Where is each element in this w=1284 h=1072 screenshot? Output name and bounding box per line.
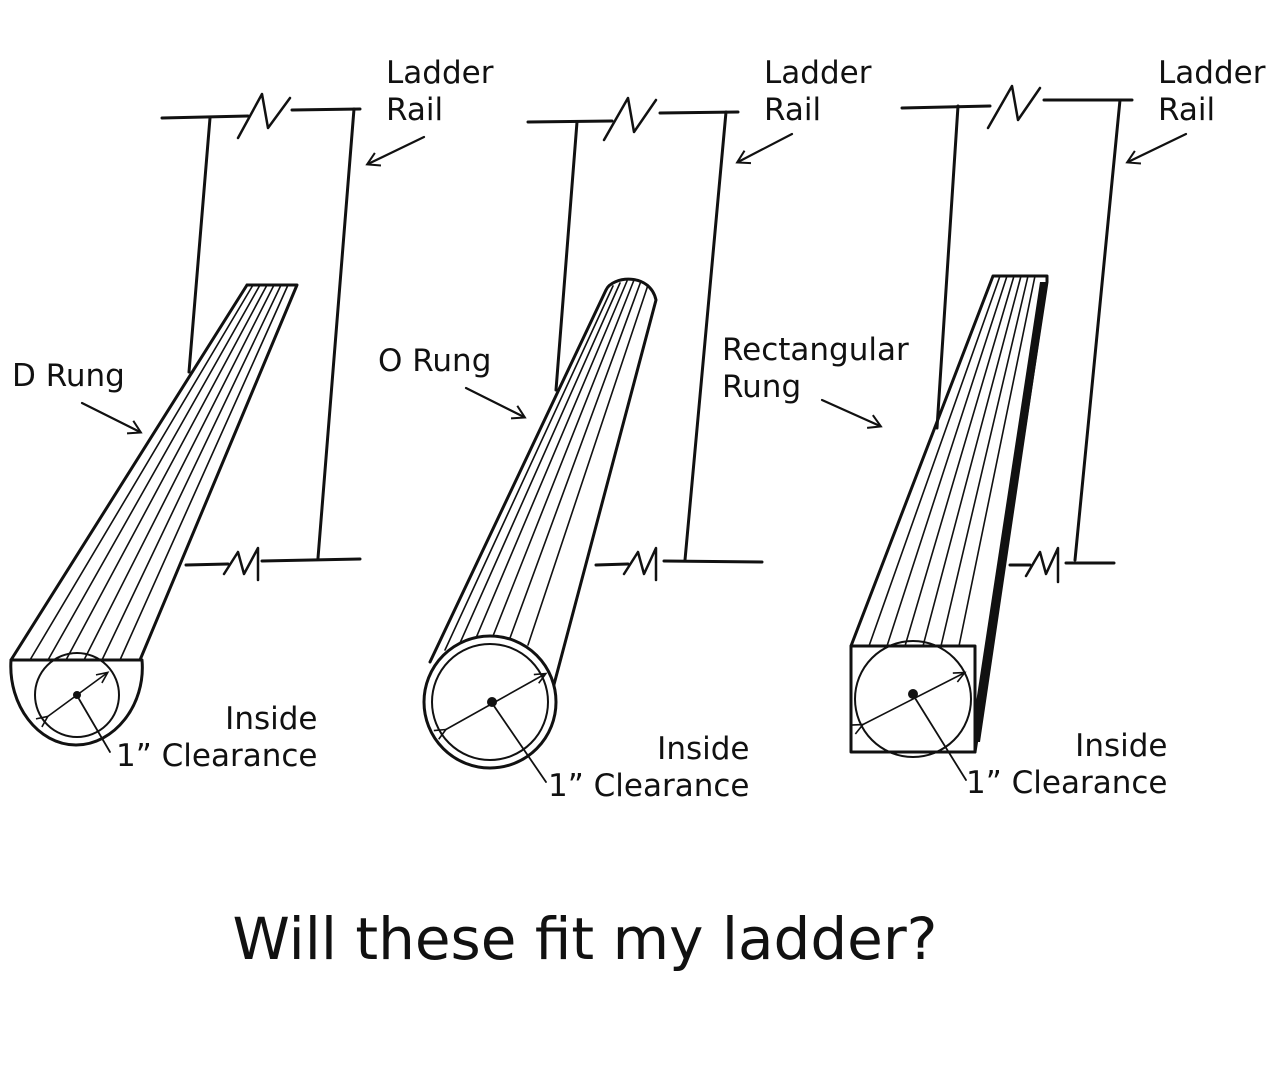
d-front-rail	[316, 107, 356, 560]
caption-question: Will these fit my ladder?	[232, 905, 938, 973]
o-rung-body	[428, 277, 658, 694]
rect-rung-grooves	[868, 275, 1036, 647]
o-rail-label: Ladder Rail	[764, 55, 871, 129]
rect-clearance-line2: 1” Clearance	[966, 765, 1168, 801]
d-rung-assembly	[9, 92, 426, 753]
o-rail-label-line2: Rail	[764, 92, 822, 128]
rect-rung-label-line1: Rectangular	[722, 332, 909, 368]
o-center-dot	[487, 697, 497, 707]
rect-clearance-line1: Inside	[1075, 728, 1168, 764]
d-rail-arrow	[365, 135, 426, 167]
d-rung-label: D Rung	[12, 358, 125, 394]
o-front-rail	[683, 110, 728, 562]
d-rung-arrow	[80, 401, 143, 435]
d-bottom-break-symbol	[222, 546, 260, 582]
rect-dark-side	[970, 282, 1048, 742]
rect-rail-label: Ladder Rail	[1158, 55, 1265, 129]
rect-bottom-break-symbol	[1024, 546, 1060, 584]
rect-rung-assembly	[820, 84, 1188, 781]
rect-rail-label-line2: Rail	[1158, 92, 1216, 128]
o-leader-line	[493, 705, 547, 783]
rect-clearance-label: Inside 1” Clearance	[966, 728, 1167, 802]
o-bottom-rail-line	[594, 559, 764, 567]
d-rung-grooves	[29, 284, 289, 661]
rect-back-rail	[935, 104, 960, 430]
d-bottom-rail-line	[184, 557, 362, 567]
rect-leader-line	[914, 697, 967, 781]
d-clearance-line2: 1” Clearance	[116, 738, 318, 774]
o-clearance-label: Inside 1” Clearance	[548, 731, 749, 805]
rect-center-dot	[908, 689, 918, 699]
d-rail-label: Ladder Rail	[386, 55, 493, 129]
o-clearance-line2: 1” Clearance	[548, 768, 750, 804]
rect-top-rail-line	[900, 98, 1134, 110]
rect-rail-arrow	[1125, 132, 1188, 165]
rect-top-break-symbol	[986, 84, 1042, 130]
d-rung-body	[9, 283, 299, 662]
rect-bottom-rail-line	[1008, 561, 1116, 567]
o-back-rail	[554, 120, 579, 392]
o-rung-assembly	[422, 96, 794, 783]
o-rail-label-line1: Ladder	[764, 55, 872, 91]
d-top-break-symbol	[236, 92, 292, 140]
d-clearance-line1: Inside	[225, 701, 318, 737]
d-rail-label-line1: Ladder	[386, 55, 494, 91]
d-clearance-label: Inside 1” Clearance	[116, 701, 317, 775]
d-back-rail	[187, 116, 212, 374]
o-bottom-break-symbol	[622, 546, 658, 582]
o-rung-grooves	[444, 279, 649, 651]
rect-rung-label-line2: Rung	[722, 369, 802, 405]
o-top-break-symbol	[602, 96, 658, 142]
d-top-rail-line	[160, 107, 362, 120]
rect-rung-arrow	[820, 398, 883, 429]
rect-rung-label: Rectangular Rung	[722, 332, 909, 406]
d-leader-line	[78, 698, 111, 753]
d-center-dot	[73, 691, 81, 699]
rect-front-rail	[1073, 98, 1122, 562]
o-rung-arrow	[464, 386, 527, 420]
o-rung-label: O Rung	[378, 343, 492, 379]
d-rail-label-line2: Rail	[386, 92, 444, 128]
o-inner-circle	[431, 643, 549, 761]
d-inner-circle	[34, 652, 120, 738]
o-clearance-line1: Inside	[657, 731, 750, 767]
rect-rail-label-line1: Ladder	[1158, 55, 1266, 91]
o-rail-arrow	[735, 132, 794, 165]
